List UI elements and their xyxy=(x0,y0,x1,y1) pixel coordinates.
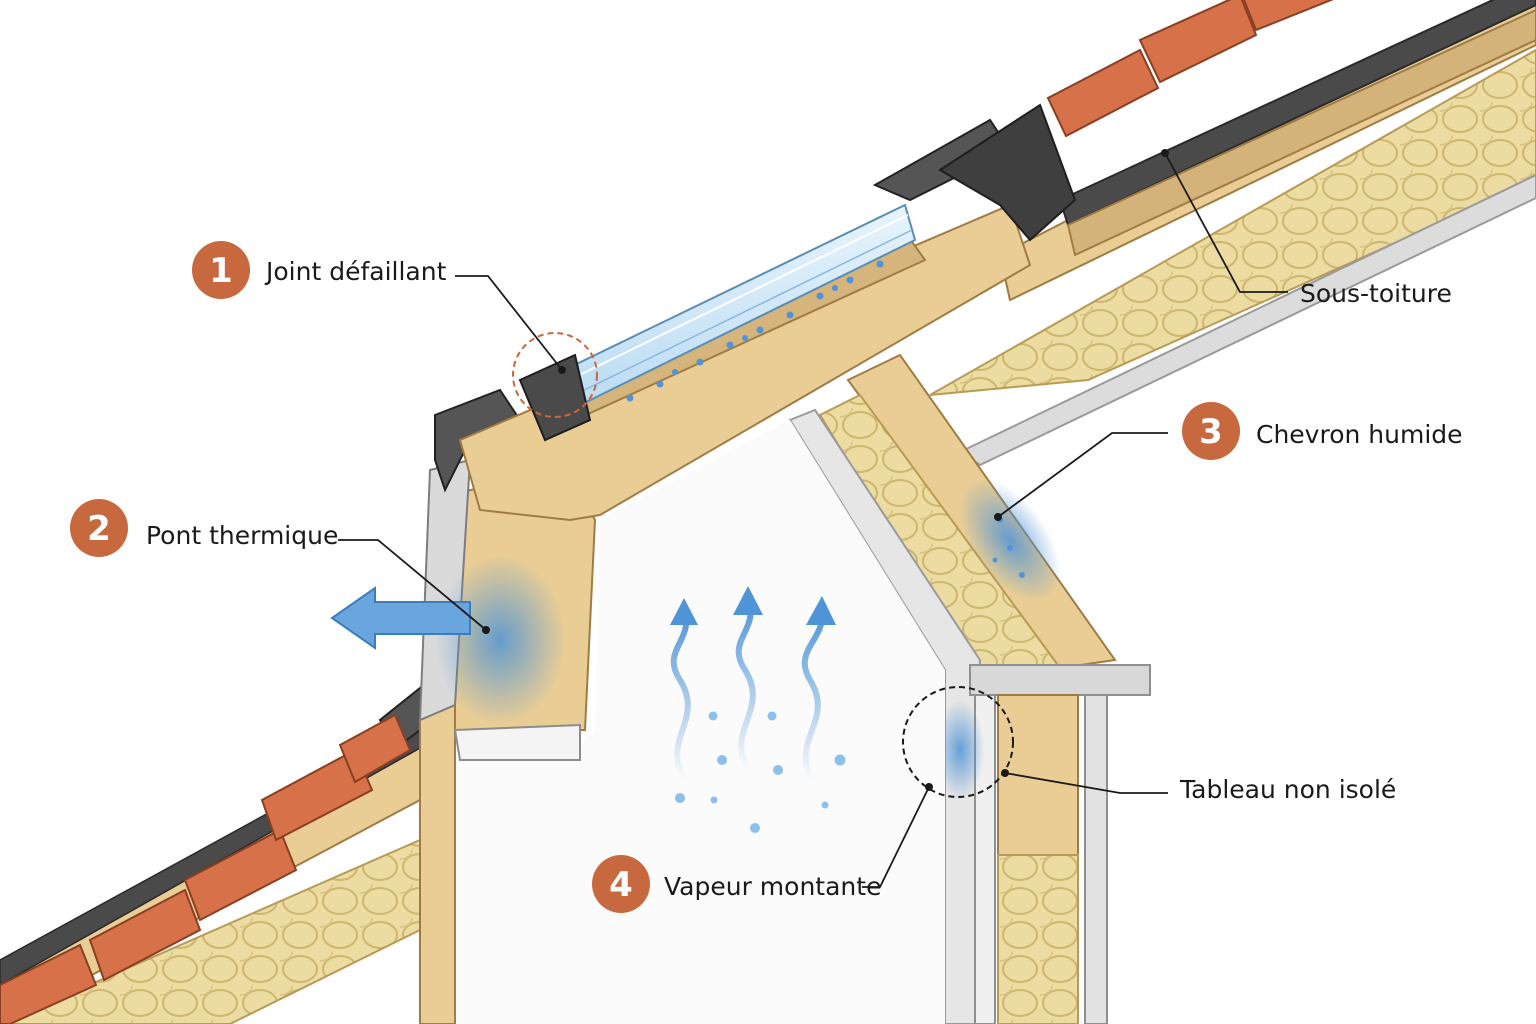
glazing-line-1 xyxy=(564,214,909,383)
leader-chevron-dot xyxy=(994,513,1002,521)
label-sous-toiture: Sous-toiture xyxy=(1300,279,1452,308)
label-vapeur-montante: Vapeur montante xyxy=(664,872,881,901)
label-chevron-humide: Chevron humide xyxy=(1256,420,1463,449)
badge-1 xyxy=(192,241,250,299)
dormer-front-wall xyxy=(418,388,597,1024)
badge-4-number: 4 xyxy=(609,865,633,905)
underlay-membrane xyxy=(1058,0,1536,227)
condensation-droplets xyxy=(626,260,884,402)
badge-4 xyxy=(592,855,650,913)
vapor-arrow-left xyxy=(670,607,691,783)
badge-2-number: 2 xyxy=(87,509,111,549)
roof-upper-right xyxy=(929,0,1536,467)
vapor-arrow-middle xyxy=(735,597,756,773)
wall-insulation xyxy=(997,854,1079,1024)
leader-tableau-dot xyxy=(1001,769,1009,777)
callout-1: 1 Joint défaillant xyxy=(192,241,447,299)
window-sill-trim xyxy=(453,723,581,761)
tableau-highlight-circle xyxy=(902,686,1014,798)
wall-stud xyxy=(997,694,1079,856)
leader-pont xyxy=(338,539,487,631)
label-tableau-non-isole: Tableau non isolé xyxy=(1179,775,1396,804)
callout-2: 2 Pont thermique xyxy=(70,499,338,557)
label-joint-defaillant: Joint défaillant xyxy=(264,257,447,286)
top-metal-profile xyxy=(938,103,1077,242)
vapor-arrowhead-middle xyxy=(733,586,763,615)
vapor-arrows xyxy=(670,586,836,783)
leader-vapeur xyxy=(862,786,930,888)
interior-space xyxy=(455,420,945,1024)
front-wall-post xyxy=(419,703,456,1024)
roof-tiles-lower xyxy=(0,713,412,1024)
vapor-arrowhead-right xyxy=(806,596,836,625)
callout-4: 4 Vapeur montante xyxy=(592,855,881,913)
roof-tiles-upper xyxy=(1046,0,1334,138)
leader-chevron xyxy=(997,432,1168,518)
insulation-upper xyxy=(929,48,1536,396)
heat-loss-arrow xyxy=(330,586,471,650)
vapor-arrow-right xyxy=(801,607,826,783)
wall-top-cap xyxy=(969,664,1151,696)
wall-board-right xyxy=(1084,694,1108,1024)
leader-joint-dot xyxy=(558,366,566,374)
leader-pont-dot xyxy=(482,626,490,634)
thermal-bridge-zone xyxy=(435,555,565,725)
vapor-droplets xyxy=(675,711,846,833)
leader-tableau xyxy=(1004,772,1168,794)
roof-window xyxy=(458,103,1077,522)
leader-lines xyxy=(338,149,1288,888)
badge-2 xyxy=(70,499,128,557)
callout-3: 3 Chevron humide xyxy=(1182,402,1463,460)
vapor-arrowhead-left xyxy=(670,598,698,625)
leader-joint xyxy=(455,275,563,371)
roof-batten-upper xyxy=(1066,8,1536,257)
joint-highlight-circle xyxy=(512,332,598,418)
leader-sous-toiture xyxy=(1164,152,1288,293)
label-pont-thermique: Pont thermique xyxy=(146,521,338,550)
leader-vapeur-dot xyxy=(925,783,933,791)
wet-rafter-zone xyxy=(959,478,1061,602)
badge-3-number: 3 xyxy=(1199,412,1223,452)
glazing-line-2 xyxy=(567,229,913,399)
leader-sous-toiture-dot xyxy=(1161,149,1169,157)
badge-3 xyxy=(1182,402,1240,460)
badge-1-number: 1 xyxy=(209,251,233,291)
